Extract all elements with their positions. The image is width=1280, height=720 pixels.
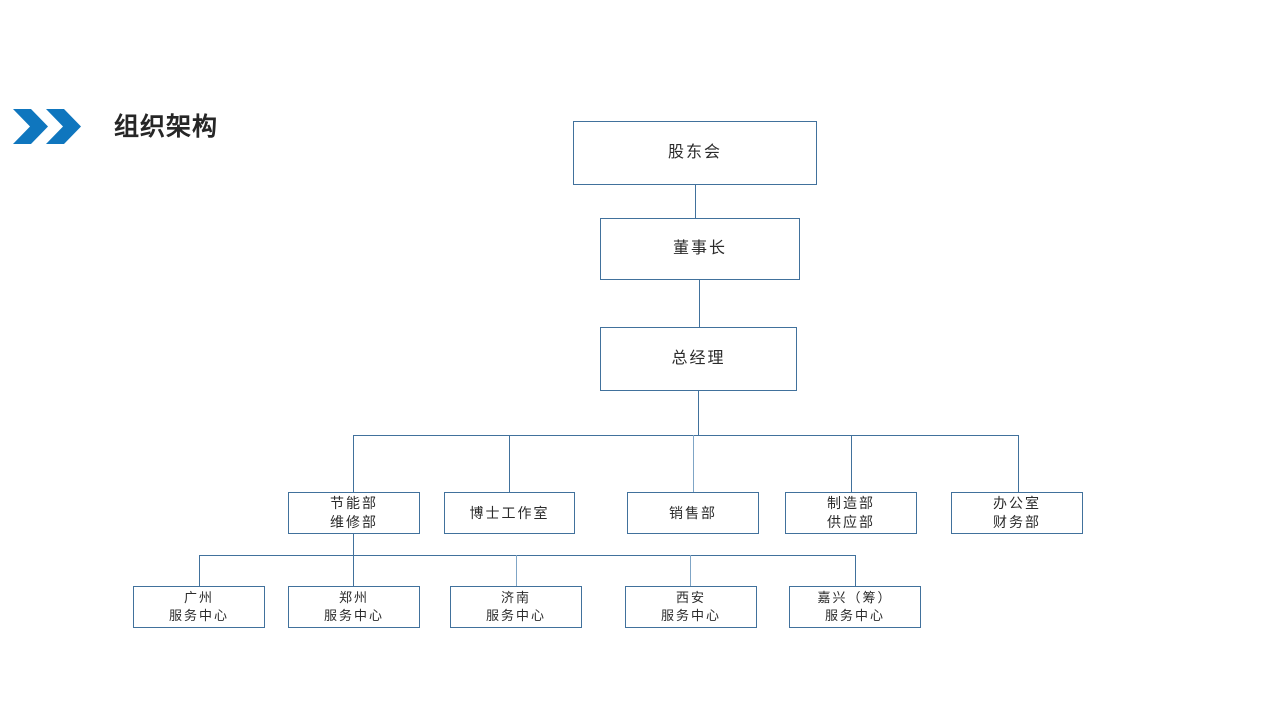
connector-bus-to-jinan	[516, 555, 517, 586]
double-chevron-right-icon	[13, 109, 83, 144]
node-label-line1: 总经理	[671, 350, 726, 367]
org-node-doctor-studio[interactable]: 博士工作室	[444, 492, 575, 534]
node-label-line2: 服务中心	[485, 608, 546, 623]
node-label-line2: 服务中心	[824, 608, 885, 623]
node-label-line1: 博士工作室	[469, 504, 550, 521]
connector-bus-to-guangzhou	[199, 555, 200, 586]
org-node-manufacturing-supply[interactable]: 制造部 供应部	[785, 492, 917, 534]
node-label-line1: 节能部	[330, 495, 378, 511]
org-node-xian-service-center[interactable]: 西安 服务中心	[625, 586, 757, 628]
node-label-line1: 销售部	[669, 504, 717, 521]
connector-bus-to-manufacturing-supply	[851, 435, 852, 492]
node-label-line1: 嘉兴（筹）	[817, 590, 893, 605]
org-node-sales[interactable]: 销售部	[627, 492, 759, 534]
org-node-zhengzhou-service-center[interactable]: 郑州 服务中心	[288, 586, 420, 628]
org-node-jiaxing-service-center[interactable]: 嘉兴（筹） 服务中心	[789, 586, 921, 628]
node-label-line2: 服务中心	[323, 608, 384, 623]
connector-energy-dropline	[353, 533, 354, 555]
org-node-guangzhou-service-center[interactable]: 广州 服务中心	[133, 586, 265, 628]
connector-chairman-gm	[699, 280, 700, 327]
node-label-line1: 西安	[675, 590, 706, 605]
connector-bus-to-office-finance	[1018, 435, 1019, 492]
connector-service-center-bus	[199, 555, 855, 556]
node-label-line2: 供应部	[827, 514, 875, 530]
node-label-line1: 济南	[500, 590, 531, 605]
node-label-line1: 股东会	[667, 144, 722, 161]
org-node-chairman[interactable]: 董事长	[600, 218, 800, 280]
org-node-jinan-service-center[interactable]: 济南 服务中心	[450, 586, 582, 628]
connector-bus-to-sales	[693, 435, 694, 492]
node-label-line2: 财务部	[993, 514, 1041, 530]
slide-header: 组织架构	[0, 48, 1280, 144]
node-label-line1: 郑州	[338, 590, 369, 605]
node-label-line2: 服务中心	[168, 608, 229, 623]
org-node-general-manager[interactable]: 总经理	[600, 327, 797, 391]
org-node-shareholders[interactable]: 股东会	[573, 121, 817, 185]
connector-bus-to-jiaxing	[855, 555, 856, 586]
node-label-line1: 董事长	[672, 240, 727, 257]
node-label-line2: 服务中心	[660, 608, 721, 623]
connector-bus-to-xian	[690, 555, 691, 586]
node-label-line1: 办公室	[993, 495, 1041, 511]
org-node-office-finance[interactable]: 办公室 财务部	[951, 492, 1083, 534]
connector-gm-dropline	[698, 391, 699, 435]
connector-department-bus	[353, 435, 1019, 436]
connector-shareholders-chairman	[695, 185, 696, 218]
org-node-energy-maintenance[interactable]: 节能部 维修部	[288, 492, 420, 534]
node-label-line1: 广州	[183, 590, 214, 605]
page-title: 组织架构	[114, 113, 219, 141]
connector-bus-to-zhengzhou	[353, 555, 354, 586]
node-label-line2: 维修部	[330, 514, 378, 530]
connector-bus-to-energy-maintenance	[353, 435, 354, 492]
connector-bus-to-doctor-studio	[509, 435, 510, 492]
node-label-line1: 制造部	[827, 495, 875, 511]
